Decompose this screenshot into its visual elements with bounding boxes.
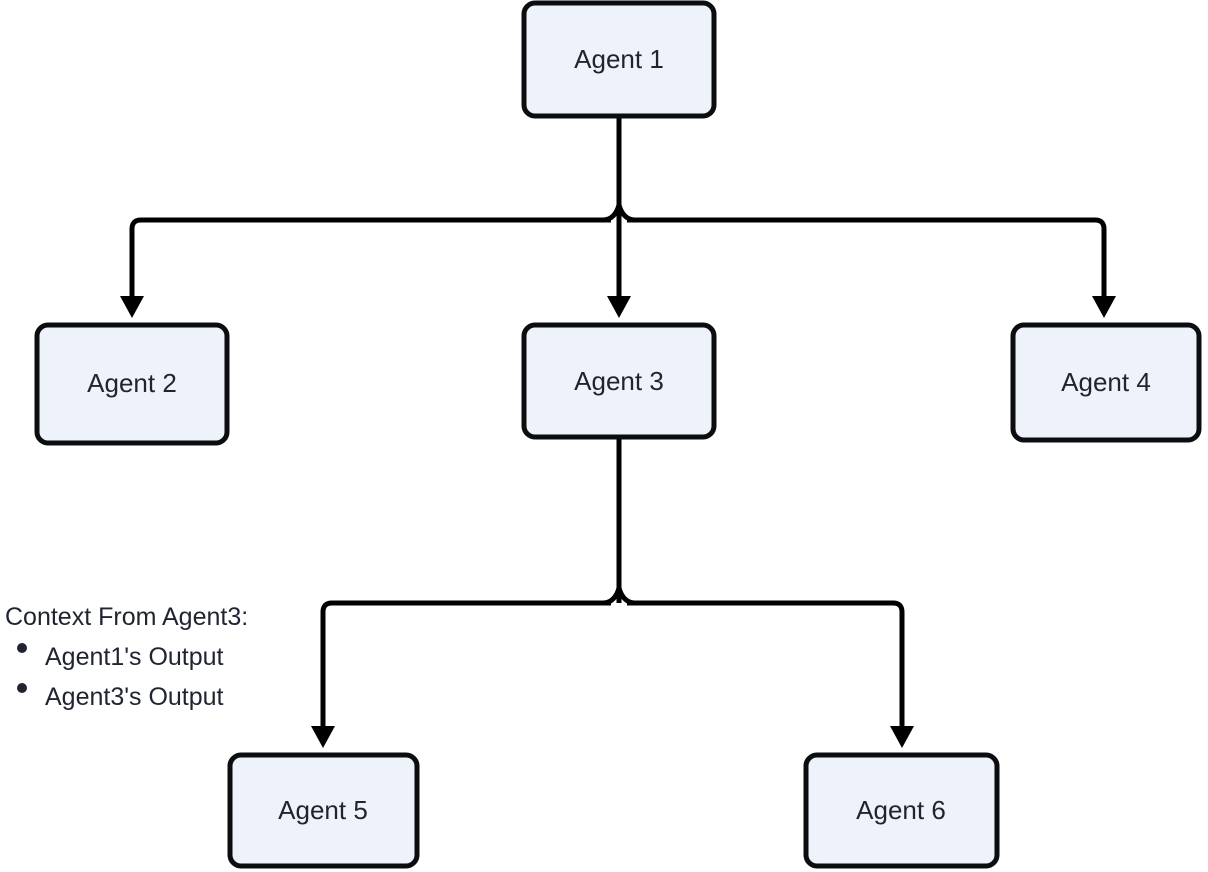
node-agent5[interactable]: Agent 5 [227,752,420,869]
edge-agent1-agent4 [627,217,1116,318]
bullet-icon [17,683,27,693]
edge-agent1-agent4-line [627,217,1107,296]
node-agent1-shape[interactable] [521,0,717,119]
node-agent6-label: Agent 6 [856,795,946,825]
context-annotation-item-0: Agent1's Output [45,643,224,671]
edge-agent1-agent2 [120,217,611,318]
edge-agent3-agent6-line [627,600,905,726]
edge-agent1-agent4-arrowhead [1092,296,1116,318]
context-annotation-title: Context From Agent3: [5,603,248,631]
node-agent5-shape[interactable] [227,752,420,869]
node-agent2-label: Agent 2 [87,368,177,398]
node-agent5-label: Agent 5 [278,795,368,825]
node-agent3[interactable]: Agent 3 [521,322,717,440]
bullet-icon [17,643,27,653]
node-agent2[interactable]: Agent 2 [34,322,230,446]
node-agent4-shape[interactable] [1010,322,1202,443]
node-agent1[interactable]: Agent 1 [521,0,717,119]
edge-agent1-agent3-arrowhead [607,296,631,318]
node-agent1-label: Agent 1 [574,44,664,74]
edge-agent3-agent6-arrowhead [890,726,914,748]
context-annotation-item-1: Agent3's Output [45,683,224,711]
node-agent6-shape[interactable] [803,752,1000,869]
edge-agent1-agent2-line [129,217,611,296]
edge-agent3-agent6 [627,600,914,748]
context-annotation: Context From Agent3: Agent1's Output Age… [5,603,248,711]
node-agent6[interactable]: Agent 6 [803,752,1000,869]
node-agent2-shape[interactable] [34,322,230,446]
edge-junction-top-right-fillet [616,204,635,223]
node-agent3-shape[interactable] [521,322,717,440]
edge-agent3-agent5-arrowhead [311,726,335,748]
edge-agent1-agent2-arrowhead [120,296,144,318]
edge-junction-bottom-right-fillet [616,587,635,606]
node-agent4-label: Agent 4 [1061,367,1151,397]
edge-agent3-agent5-line [320,600,611,726]
edge-agent3-agent5 [311,600,611,748]
node-agent3-label: Agent 3 [574,366,664,396]
node-agent4[interactable]: Agent 4 [1010,322,1202,443]
